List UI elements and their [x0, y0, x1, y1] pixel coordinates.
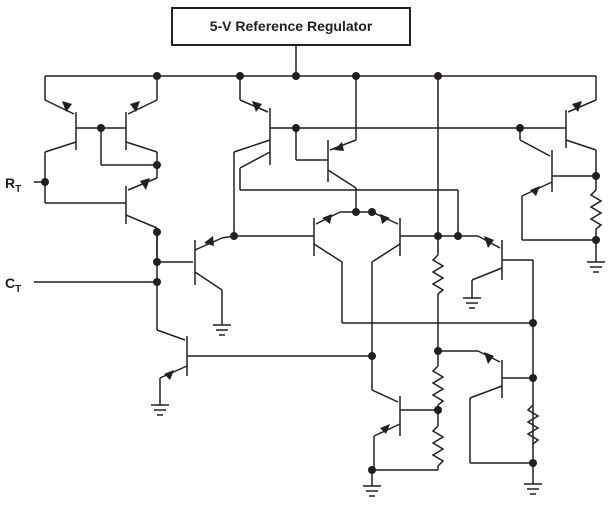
- ct-charge-transistor: [125, 165, 161, 262]
- rt-pin-label: RT: [5, 175, 21, 195]
- divider-chain: [372, 76, 445, 471]
- rt-pin-sub: T: [15, 184, 21, 195]
- ct-pin-main: C: [5, 275, 15, 291]
- bias-transistor: [295, 76, 357, 212]
- ct-pin-label: CT: [5, 275, 21, 295]
- reference-regulator-block: 5-V Reference Regulator: [171, 7, 411, 46]
- comparator-output-transistor: [454, 232, 537, 466]
- right-reference-section: [519, 76, 605, 273]
- center-current-mirror: [233, 76, 524, 236]
- rt-pin-main: R: [5, 175, 15, 191]
- rt-current-mirror: [34, 76, 161, 204]
- svg-text:CT: CT: [5, 275, 21, 295]
- bottom-center-transistor: [363, 389, 438, 497]
- regulator-title: 5-V Reference Regulator: [210, 18, 373, 34]
- comparator-input-transistor: [194, 232, 238, 336]
- discharge-transistor: [151, 329, 372, 416]
- svg-text:RT: RT: [5, 175, 21, 195]
- supply-rail: [45, 45, 596, 80]
- ct-pin-sub: T: [15, 284, 21, 295]
- lower-right-transistor: [438, 350, 542, 495]
- ct-node: [34, 232, 193, 330]
